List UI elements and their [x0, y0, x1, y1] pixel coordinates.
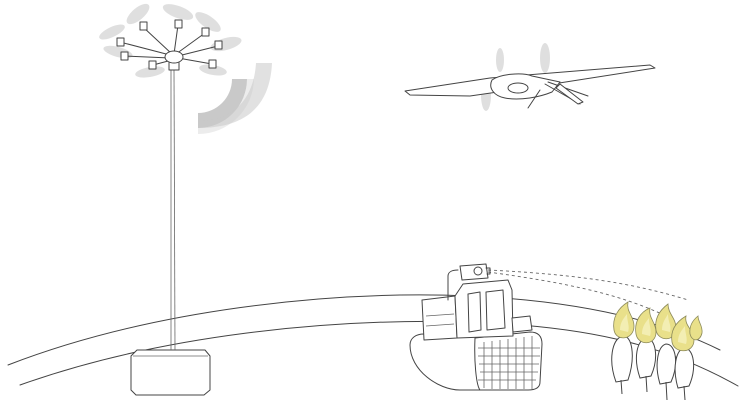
forest-fire [611, 301, 703, 401]
signal-waves: 5G [198, 63, 272, 134]
vehicle-panel-lines [425, 313, 455, 327]
octocopter-arms [119, 24, 219, 66]
vehicle-rear-box [511, 315, 533, 333]
ground-station-box [130, 349, 211, 396]
flame-5 [689, 315, 703, 341]
octocopter-motors [116, 19, 223, 70]
drone-propeller-rear [540, 43, 550, 73]
tree-3 [656, 343, 677, 401]
tethered-octocopter [99, 3, 242, 78]
vehicle-mast [447, 269, 459, 301]
vehicle-tread-links [483, 336, 533, 389]
trees [611, 335, 695, 401]
vehicle-sensor-nozzle [485, 267, 491, 275]
signal-wave-inner [198, 79, 247, 128]
sensor-sightline-upper [487, 269, 689, 301]
signal-label: 5G [206, 79, 223, 93]
flames [613, 301, 703, 352]
octocopter-tether-mount [168, 61, 180, 71]
fixed-wing-drone [404, 43, 656, 111]
vehicle-sensor-lens [473, 266, 483, 276]
drone-cockpit [507, 82, 529, 94]
tree-1 [611, 335, 633, 395]
tracked-vehicle [409, 263, 543, 391]
drone-tail [555, 83, 584, 105]
drone-propeller-top [496, 48, 504, 72]
vehicle-window-left [467, 291, 482, 333]
tree-4 [674, 347, 695, 401]
signal-wave-outer [198, 63, 272, 128]
tree-2 [635, 337, 657, 393]
vehicle-treads [478, 347, 540, 381]
vehicle-window-right [485, 289, 506, 331]
sensor-sightline-lower [487, 271, 671, 319]
octocopter-hub [164, 50, 184, 64]
tether-cable-second [173, 69, 176, 351]
vehicle-side-panel [421, 295, 458, 341]
vehicle-cab [454, 279, 514, 339]
